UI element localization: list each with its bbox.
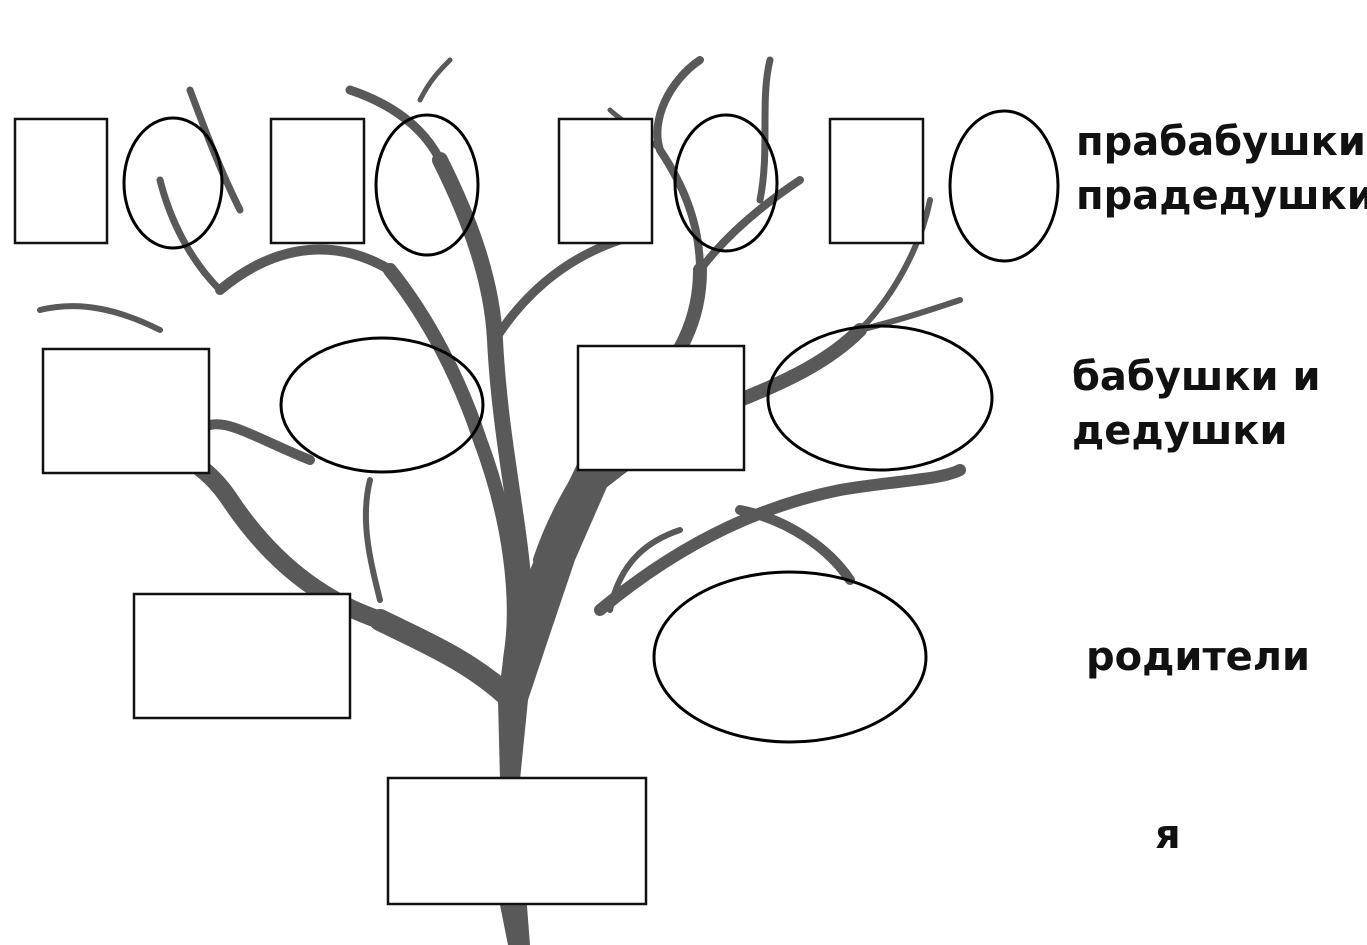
tree-branch <box>653 56 704 274</box>
photo-frame-rect[interactable] <box>41 347 211 475</box>
tree-branch <box>186 86 244 214</box>
label-grandparents: бабушки и дедушки <box>1072 350 1321 458</box>
tree-branch <box>205 419 315 465</box>
tree-branch <box>857 197 933 333</box>
photo-frame-rect[interactable] <box>13 117 109 245</box>
photo-frame-rect[interactable] <box>386 776 648 906</box>
tree-branch <box>607 527 683 613</box>
tree-branch <box>156 176 224 294</box>
label-parents: родители <box>1086 630 1310 684</box>
label-line: прадедушки <box>1076 173 1367 219</box>
photo-frame-oval[interactable] <box>374 113 480 257</box>
photo-frame-oval[interactable] <box>673 113 779 253</box>
parents-row <box>132 570 928 744</box>
photo-frame-oval[interactable] <box>948 109 1060 263</box>
tree-branch <box>696 176 804 274</box>
label-line: прабабушки и <box>1076 119 1367 165</box>
tree-branch <box>594 464 966 616</box>
photo-frame-oval[interactable] <box>652 570 928 744</box>
tree-branch <box>215 244 395 295</box>
photo-frame-oval[interactable] <box>766 324 994 472</box>
tree-branch <box>417 57 453 103</box>
photo-frame-rect[interactable] <box>828 117 925 245</box>
tree-branch <box>383 263 521 667</box>
photo-frame-rect[interactable] <box>269 117 366 245</box>
photo-frame-oval[interactable] <box>122 116 224 250</box>
label-line: дедушки <box>1072 408 1288 454</box>
tree-branch <box>756 56 774 204</box>
tree-branch <box>490 235 625 345</box>
tree-branch <box>345 85 445 165</box>
photo-frame-rect[interactable] <box>576 344 746 472</box>
label-line: я <box>1155 812 1181 858</box>
label-great-grandparents: прабабушки и прадедушки <box>1076 115 1367 223</box>
great-grandparents-row <box>13 109 1060 263</box>
tree-branch <box>432 152 533 608</box>
tree-branch <box>735 505 855 585</box>
photo-frame-oval[interactable] <box>279 336 485 474</box>
me-row <box>386 776 648 906</box>
label-line: родители <box>1086 634 1311 680</box>
photo-frame-rect[interactable] <box>132 592 352 720</box>
label-me: я <box>1155 808 1181 862</box>
label-line: бабушки и <box>1072 354 1321 400</box>
grandparents-row <box>41 324 994 475</box>
tree-branch <box>369 609 523 711</box>
tree-branch <box>37 303 163 333</box>
photo-frame-rect[interactable] <box>557 117 654 245</box>
tree-branch <box>362 477 383 603</box>
